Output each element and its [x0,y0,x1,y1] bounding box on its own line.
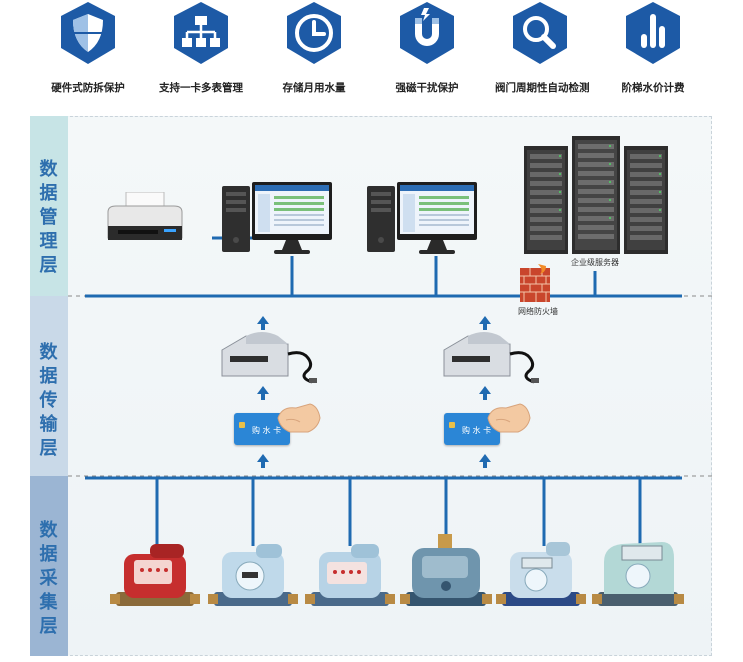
shield-icon [61,2,115,64]
monitor-icon [252,182,332,254]
bar-chart-icon [626,2,680,64]
water-meter-icon [208,544,298,606]
card-chip-icon [239,422,245,428]
water-meter-icon [592,542,684,606]
water-card: 购 水 卡 [234,413,290,445]
card-chip-icon [449,422,455,428]
printer-icon [107,192,183,240]
card-label: 购 水 卡 [252,426,282,435]
arrow-up-icon [479,386,491,400]
water-meter-icon [496,542,586,606]
water-meter-icon [110,544,200,606]
arrow-up-icon [257,386,269,400]
water-meter-icon [305,544,395,606]
feature-magnetic-protection: 强磁干扰保护 [382,0,472,95]
feature-tamper-protection: 硬件式防拆保护 [43,0,133,95]
hand-icon [487,403,531,433]
feature-label: 存储月用水量 [282,82,346,94]
firewall-label: 网络防火墙 [518,307,558,316]
server-rack-icon [524,136,668,254]
arrow-up-icon [257,316,269,330]
firewall-icon [520,264,550,302]
band-transmission [30,296,68,476]
feature-multi-meter: 支持一卡多表管理 [156,0,246,95]
arrow-up-icon [257,454,269,468]
water-meter-icon [400,534,492,606]
feature-label: 支持一卡多表管理 [159,82,243,94]
feature-valve-check: 阀门周期性自动检测 [495,0,590,95]
band-management [30,116,68,296]
computer-tower-icon [222,186,250,252]
feature-label: 硬件式防拆保护 [51,82,125,94]
layer-label-collection: 数据采集层 [39,520,59,637]
card-reader-icon [443,332,539,384]
feature-label: 阶梯水价计费 [621,82,685,94]
computer-tower-icon [367,186,395,252]
monitor-icon [397,182,477,254]
layer-label-transmission: 数据传输层 [39,342,59,459]
server-label: 企业级服务器 [571,258,619,267]
magnet-icon [400,2,454,64]
card-reader-icon [221,332,317,384]
clock-icon [287,2,341,64]
band-collection [30,476,68,656]
card-label: 购 水 卡 [462,426,492,435]
network-tree-icon [174,2,228,64]
feature-label: 阀门周期性自动检测 [495,82,590,94]
arrow-up-icon [479,454,491,468]
feature-monthly-storage: 存储月用水量 [269,0,359,95]
hand-icon [277,403,321,433]
architecture-diagram: 数据管理层 数据传输层 数据采集层 [30,116,712,656]
upward-arrows [257,316,491,468]
magnifier-icon [513,2,567,64]
arrow-up-icon [479,316,491,330]
layer-label-management: 数据管理层 [39,159,59,276]
feature-label: 强磁干扰保护 [395,82,459,94]
feature-tiered-pricing: 阶梯水价计费 [608,0,698,95]
